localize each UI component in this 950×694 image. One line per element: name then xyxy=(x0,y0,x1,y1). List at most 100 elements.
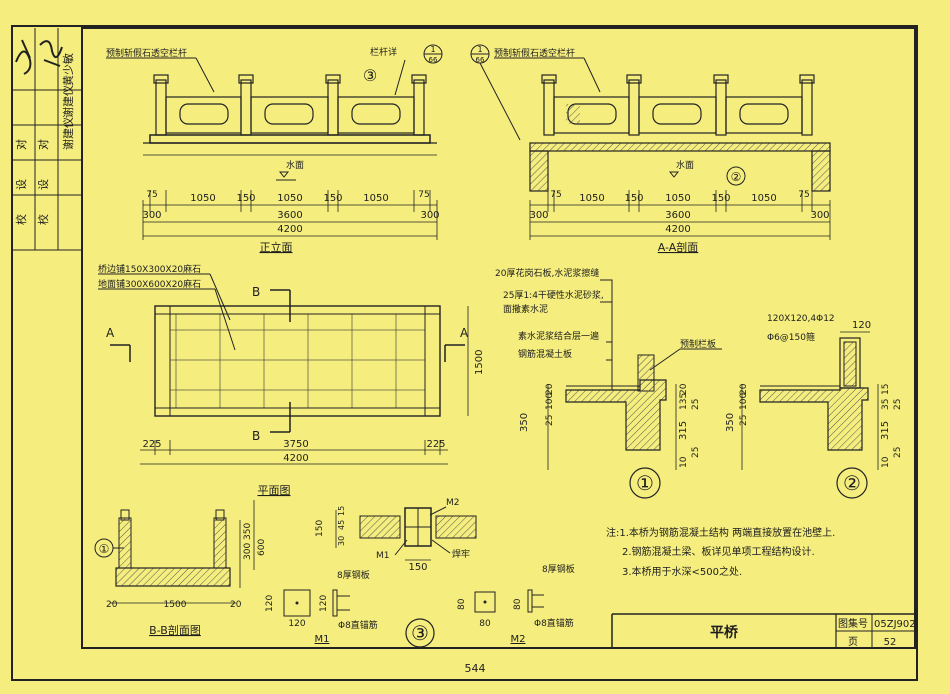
note-1: 注:1.本桥为钢筋混凝土结构 两端直接放置在池壁上. xyxy=(606,526,835,539)
layer-note-5: 钢筋混凝土板 xyxy=(518,348,572,360)
detail-2-dim-315: 315 xyxy=(880,421,891,440)
plan-cut-b-top: B xyxy=(252,285,260,299)
elevation-detail-num: 1 xyxy=(430,45,435,54)
elevation-dim-3600: 3600 xyxy=(277,210,302,221)
detail-1-dim-r2: 135 xyxy=(679,393,689,410)
layer-note-1: 20厚花岗石板,水泥浆擦缝 xyxy=(495,267,599,279)
detail-1-dim-b2: 25 xyxy=(691,447,701,458)
section-aa-view: 1 66 预制斩假石透空栏杆 水面 ② xyxy=(470,44,831,254)
detail-3-m2-label: M2 xyxy=(446,498,460,508)
section-aa-dim-4200: 4200 xyxy=(665,224,690,235)
plan-title: 平面图 xyxy=(258,484,291,497)
layer-notes: 20厚花岗石板,水泥浆擦缝 25厚1:4干硬性水泥砂浆, 面撒素水泥 素水泥浆结… xyxy=(495,267,613,390)
section-aa-water-label: 水面 xyxy=(676,159,694,171)
m1-dim-side: 120 xyxy=(319,595,329,612)
elevation-rail xyxy=(153,74,427,136)
detail-1-dim-l3: 25 xyxy=(545,415,555,426)
m2-anchor-label: Φ8直锚筋 xyxy=(534,617,574,629)
elevation-dim-1050b: 1050 xyxy=(277,193,302,204)
plan-dim-3750: 3750 xyxy=(283,439,308,450)
elevation-dim-150b: 150 xyxy=(323,193,342,204)
detail-3-weld: 焊牢 xyxy=(452,548,470,560)
elevation-marker: ③ xyxy=(363,66,377,85)
detail-1: 预制栏板 20 100 25 350 20 135 25 315 10 25 ① xyxy=(519,338,722,499)
signoff-role-3: 对 xyxy=(36,139,50,150)
elevation-dimensions xyxy=(142,190,438,240)
plan-edge-label: 桥边铺150X300X20麻石 xyxy=(98,263,201,275)
detail-2-rebar-note: 120X120,4Φ12 xyxy=(767,314,835,324)
detail-1-dim-l1: 20 xyxy=(545,383,555,395)
m1-dim-v: 120 xyxy=(265,595,275,612)
elevation-dim-75b: 75 xyxy=(418,190,429,200)
atlas-number: 05ZJ902 xyxy=(874,619,916,630)
detail-2-dim-b2: 25 xyxy=(893,447,903,458)
bb-dim-b2: 1500 xyxy=(164,600,187,610)
detail-1-dim-350: 350 xyxy=(519,413,530,432)
signature-mark xyxy=(15,39,63,75)
elevation-water-label: 水面 xyxy=(286,159,304,171)
m2-plate-label: 8厚钢板 xyxy=(542,563,575,575)
detail-3-dim-150h: 150 xyxy=(408,562,427,573)
section-aa-dim-75a: 75 xyxy=(550,190,561,200)
section-aa-dim-3600: 3600 xyxy=(665,210,690,221)
detail-1-label: 预制栏板 xyxy=(680,338,716,350)
m2-dim-v: 80 xyxy=(457,598,467,610)
elevation-dim-75a: 75 xyxy=(146,190,157,200)
detail-2-dim-r1: 15 xyxy=(881,384,891,395)
bb-dim-r1: 350 xyxy=(243,523,253,540)
plan-cut-a-left: A xyxy=(106,326,115,340)
detail-2-dim-top: 120 xyxy=(852,320,871,331)
elevation-dim-300a: 300 xyxy=(142,210,161,221)
detail-2-dim-b1: 10 xyxy=(881,456,891,468)
detail-2: 120X120,4Φ12 Φ6@150箍 120 20 100 25 350 1… xyxy=(725,314,903,499)
page-number-block: 52 xyxy=(884,637,897,648)
outer-frame xyxy=(11,25,918,681)
detail-2-dim-l1: 20 xyxy=(739,383,749,395)
plan-dim-225a: 225 xyxy=(142,439,161,450)
drawing-title: 平桥 xyxy=(710,624,739,641)
section-aa-dim-1050b: 1050 xyxy=(665,193,690,204)
signoff-name-2: 谢建仪 xyxy=(61,85,75,118)
detail-1-dim-l2: 100 xyxy=(545,393,555,410)
signoff-strip: 校 设 对 谢建仪 谢建仪 黄少敏 校 设 对 xyxy=(12,28,82,251)
layer-note-3: 面撒素水泥 xyxy=(503,303,548,315)
elevation-detail-page: 66 xyxy=(429,56,438,64)
signoff-label-2: 设 xyxy=(15,179,28,190)
elevation-dim-300b: 300 xyxy=(420,210,439,221)
detail-3-dim-30: 30 xyxy=(337,536,346,546)
elevation-title: 正立面 xyxy=(260,240,293,254)
detail-1-dim-r1: 20 xyxy=(679,383,689,395)
signoff-name-3: 黄少敏 xyxy=(61,53,75,86)
detail-2-dim-l2: 100 xyxy=(739,393,749,410)
section-aa-ref-num: 1 xyxy=(477,45,482,54)
detail-1-dim-r3: 25 xyxy=(691,399,701,410)
signoff-role-1: 校 xyxy=(36,214,50,225)
section-aa-dim-300b: 300 xyxy=(810,210,829,221)
plan-dim-225b: 225 xyxy=(426,439,445,450)
detail-1-marker: ① xyxy=(636,471,654,495)
section-aa-dimensions xyxy=(529,190,831,240)
elevation-rail-label: 预制斩假石透空栏杆 xyxy=(106,47,187,59)
bb-title: B-B剖面图 xyxy=(149,623,201,637)
bb-dim-r2: 300 xyxy=(243,543,253,560)
plan-dim-4200: 4200 xyxy=(283,453,308,464)
page-label: 页 xyxy=(848,636,858,648)
elevation-dim-1050c: 1050 xyxy=(363,193,388,204)
m2-dim-h: 80 xyxy=(479,619,491,629)
detail-3-m1-label: M1 xyxy=(376,551,390,561)
detail-2-dim-l3: 25 xyxy=(739,415,749,426)
atlas-label: 图集号 xyxy=(838,617,868,630)
bb-marker: ① xyxy=(99,542,110,556)
detail-3-dim-45: 45 xyxy=(337,520,346,530)
section-aa-dim-300a: 300 xyxy=(529,210,548,221)
section-aa-title: A-A剖面 xyxy=(658,240,699,254)
plan-floor-label: 地面铺300X600X20麻石 xyxy=(98,278,201,290)
plan-height: 1500 xyxy=(474,350,485,375)
section-aa-rail-label: 预制斩假石透空栏杆 xyxy=(494,47,575,59)
bb-section: ① 350 300 600 20 1500 20 B-B剖面图 xyxy=(94,500,267,637)
section-aa-dim-1050a: 1050 xyxy=(579,193,604,204)
detail-3-dim-15: 15 xyxy=(337,506,346,516)
elevation-dim-1050a: 1050 xyxy=(190,193,215,204)
elevation-dim-4200: 4200 xyxy=(277,224,302,235)
